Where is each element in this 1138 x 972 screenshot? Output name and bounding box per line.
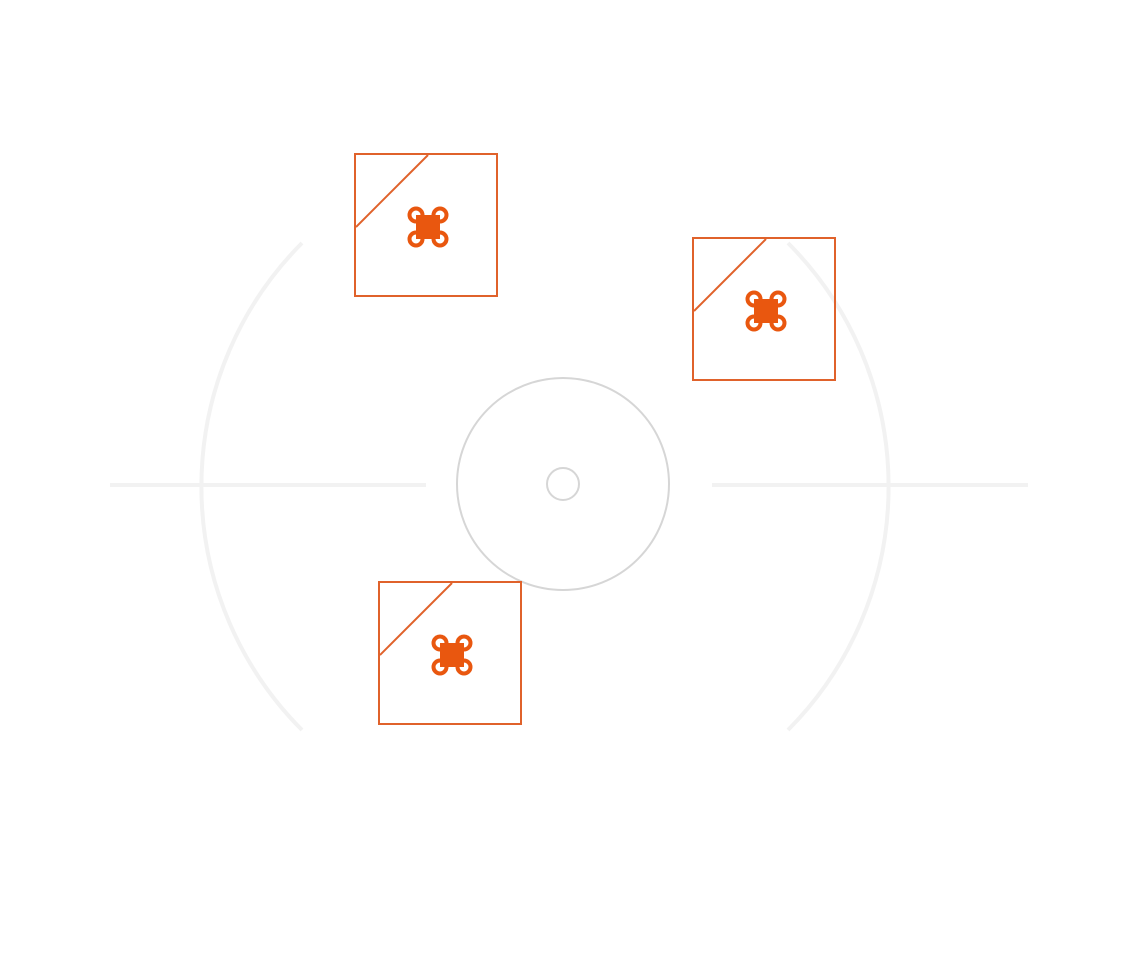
drone-tile-2[interactable] [692,237,836,381]
quadcopter-drone-icon [694,239,787,332]
drone-tile-1[interactable] [354,153,498,297]
quadcopter-drone-icon [356,155,449,248]
center-marker[interactable] [546,467,580,501]
quadcopter-drone-icon [380,583,473,676]
inner-ring [456,377,670,591]
drone-tile-3[interactable] [378,581,522,725]
